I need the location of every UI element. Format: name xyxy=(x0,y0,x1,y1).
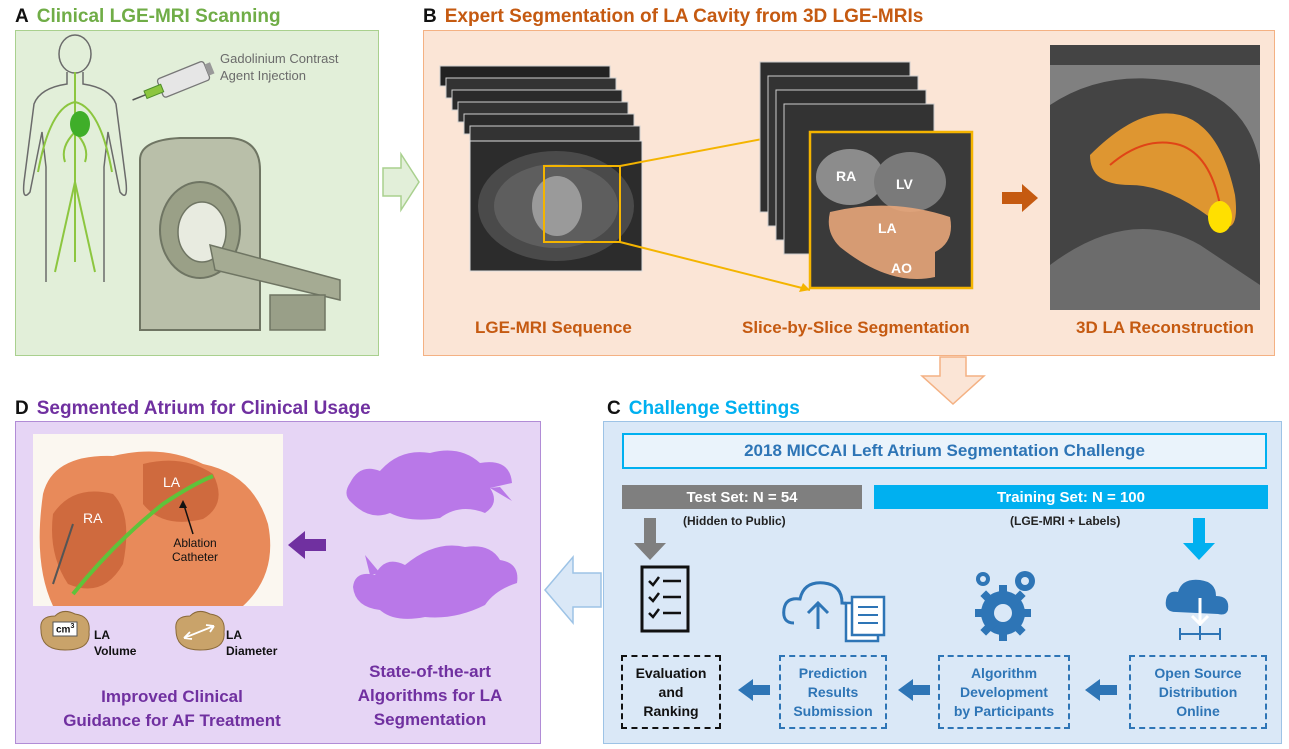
panel-c-letter: C xyxy=(607,398,621,419)
test-set-bar: Test Set: N = 54 xyxy=(622,485,862,509)
syringe-icon xyxy=(132,61,215,101)
arrow-to-recon-icon xyxy=(1002,184,1038,212)
caption-improved-guidance: Improved Clinical Guidance for AF Treatm… xyxy=(63,687,281,730)
caption-slice: Slice-by-Slice Segmentation xyxy=(742,318,970,337)
volume-unit: cm3 xyxy=(56,623,74,635)
slice-stack-image xyxy=(759,61,974,290)
arrow-b-to-c-icon xyxy=(920,356,986,406)
label-ao: AO xyxy=(891,260,912,276)
label-ra: RA xyxy=(836,168,857,184)
panel-a-letter: A xyxy=(15,6,29,27)
test-note: (Hidden to Public) xyxy=(683,514,786,528)
panel-c xyxy=(603,421,1282,744)
heart-image xyxy=(33,434,283,606)
panel-a-title-text: Clinical LGE-MRI Scanning xyxy=(36,6,281,27)
test-set-text: Test Set: N = 54 xyxy=(686,488,798,506)
challenge-banner-text: 2018 MICCAI Left Atrium Segmentation Cha… xyxy=(744,441,1145,460)
caption-recon: 3D LA Reconstruction xyxy=(1076,318,1254,337)
segmented-atrium-top-image xyxy=(346,450,512,520)
la-diameter-label: LA Diameter xyxy=(226,628,278,658)
panel-a-title: A Clinical LGE-MRI Scanning xyxy=(15,6,281,28)
label-la: LA xyxy=(878,220,897,236)
la-volume-label: LA Volume xyxy=(94,628,137,658)
panel-b-title: B Expert Segmentation of LA Cavity from 3… xyxy=(423,6,923,28)
panel-b-letter: B xyxy=(423,6,437,27)
train-note: (LGE-MRI + Labels) xyxy=(1010,514,1121,528)
injection-label: Gadolinium Contrast Agent Injection xyxy=(220,51,339,83)
cloud-upload-icon xyxy=(782,581,886,643)
la-diameter-icon xyxy=(175,610,225,651)
step-evaluation: Evaluation and Ranking xyxy=(621,655,721,729)
panel-c-title: C Challenge Settings xyxy=(607,398,800,420)
panel-d-letter: D xyxy=(15,398,29,419)
step-open-source: Open Source Distribution Online xyxy=(1129,655,1267,729)
purple-left-arrow-icon xyxy=(288,531,326,559)
heart-label-la: LA xyxy=(163,474,181,490)
volume-unit-text: cm xyxy=(56,624,71,636)
cloud-download-icon xyxy=(1165,579,1229,640)
recon-3d-image xyxy=(1050,45,1260,310)
step-algorithm: Algorithm Development by Participants xyxy=(938,655,1070,729)
arrow-a-to-b-icon xyxy=(382,151,420,213)
segmented-atrium-bottom-image xyxy=(353,545,518,619)
panel-d-title-text: Segmented Atrium for Clinical Usage xyxy=(36,398,371,419)
step-arrow-2-icon xyxy=(898,679,930,701)
mri-scanner-icon xyxy=(139,137,341,331)
training-set-bar: Training Set: N = 100 xyxy=(874,485,1268,509)
grey-down-arrow-icon xyxy=(634,518,666,560)
checklist-icon xyxy=(640,565,690,633)
step-arrow-3-icon xyxy=(1085,679,1117,701)
heart-label-ra: RA xyxy=(83,510,103,526)
catheter-label: Ablation Catheter xyxy=(172,536,219,564)
caption-algorithms: State-of-the-art Algorithms for LA Segme… xyxy=(357,662,503,729)
mri-stack-image xyxy=(439,65,643,272)
challenge-banner: 2018 MICCAI Left Atrium Segmentation Cha… xyxy=(622,433,1267,469)
panel-c-title-text: Challenge Settings xyxy=(628,398,800,419)
la-volume-icon xyxy=(40,610,90,651)
panel-b-title-text: Expert Segmentation of LA Cavity from 3D… xyxy=(444,6,924,27)
panel-d-title: D Segmented Atrium for Clinical Usage xyxy=(15,398,371,420)
blue-down-arrow-icon xyxy=(1183,518,1215,560)
caption-sequence: LGE-MRI Sequence xyxy=(475,318,632,337)
volume-unit-sup: 3 xyxy=(70,623,75,630)
step-prediction: Prediction Results Submission xyxy=(779,655,887,729)
step-arrow-1-icon xyxy=(738,679,770,701)
training-set-text: Training Set: N = 100 xyxy=(997,488,1145,506)
arrow-c-to-d-icon xyxy=(544,554,602,626)
label-lv: LV xyxy=(896,176,913,192)
body-figure-icon xyxy=(22,34,128,282)
gears-icon xyxy=(975,571,1035,641)
